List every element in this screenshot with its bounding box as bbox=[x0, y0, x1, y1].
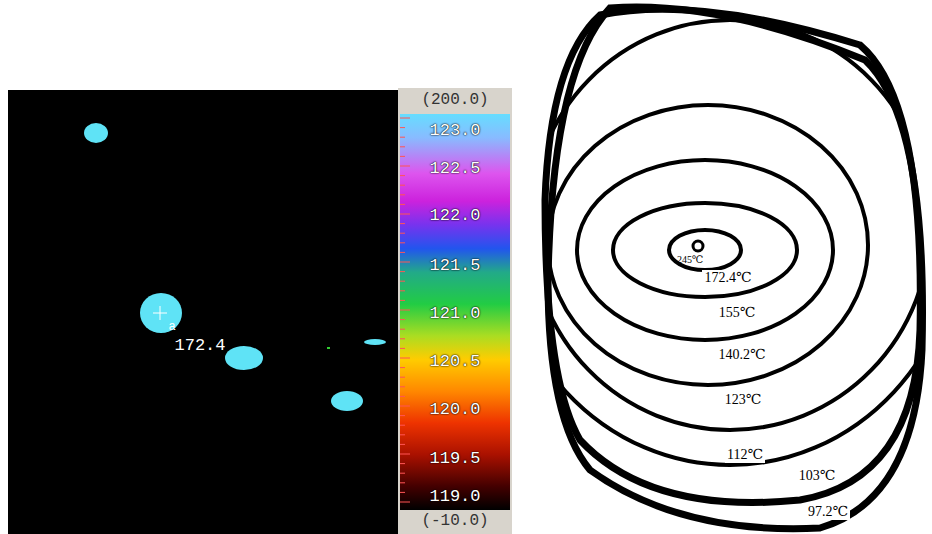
thermal-image bbox=[8, 90, 398, 534]
scale-value: 123.0 bbox=[429, 122, 480, 139]
isotherm-label: 140.2℃ bbox=[716, 347, 767, 363]
isotherm-label: 123℃ bbox=[723, 392, 764, 408]
scale-value: 119.5 bbox=[429, 450, 480, 467]
scale-limit: (200.0) bbox=[421, 92, 488, 108]
colorbar-panel bbox=[398, 88, 512, 534]
isotherm-label: 245℃ bbox=[677, 255, 703, 265]
scale-value: 122.0 bbox=[429, 207, 480, 224]
colorbar bbox=[400, 114, 510, 510]
scale-value: 121.0 bbox=[429, 305, 480, 322]
scale-value: 122.5 bbox=[429, 160, 480, 177]
scale-value: 120.0 bbox=[429, 401, 480, 418]
scale-value: 121.5 bbox=[429, 257, 480, 274]
isotherm-label: 112℃ bbox=[725, 447, 765, 463]
scale-limit: (-10.0) bbox=[421, 513, 488, 529]
hot-pixel bbox=[327, 347, 330, 349]
marker-tag: a bbox=[168, 321, 175, 333]
isotherm-label: 97.2℃ bbox=[806, 504, 850, 520]
isotherm-label: 155℃ bbox=[717, 305, 758, 321]
scale-value: 120.5 bbox=[429, 353, 480, 370]
crosshair bbox=[153, 306, 167, 320]
colorbar-ticks bbox=[400, 118, 410, 502]
isotherm-label: 172.4℃ bbox=[702, 270, 753, 286]
outer-boundary bbox=[545, 7, 923, 529]
hot-spots bbox=[84, 123, 386, 411]
scale-value: 119.0 bbox=[429, 488, 480, 505]
isotherm-label: 103℃ bbox=[797, 468, 838, 484]
readout-value: 172.4 bbox=[174, 337, 225, 354]
